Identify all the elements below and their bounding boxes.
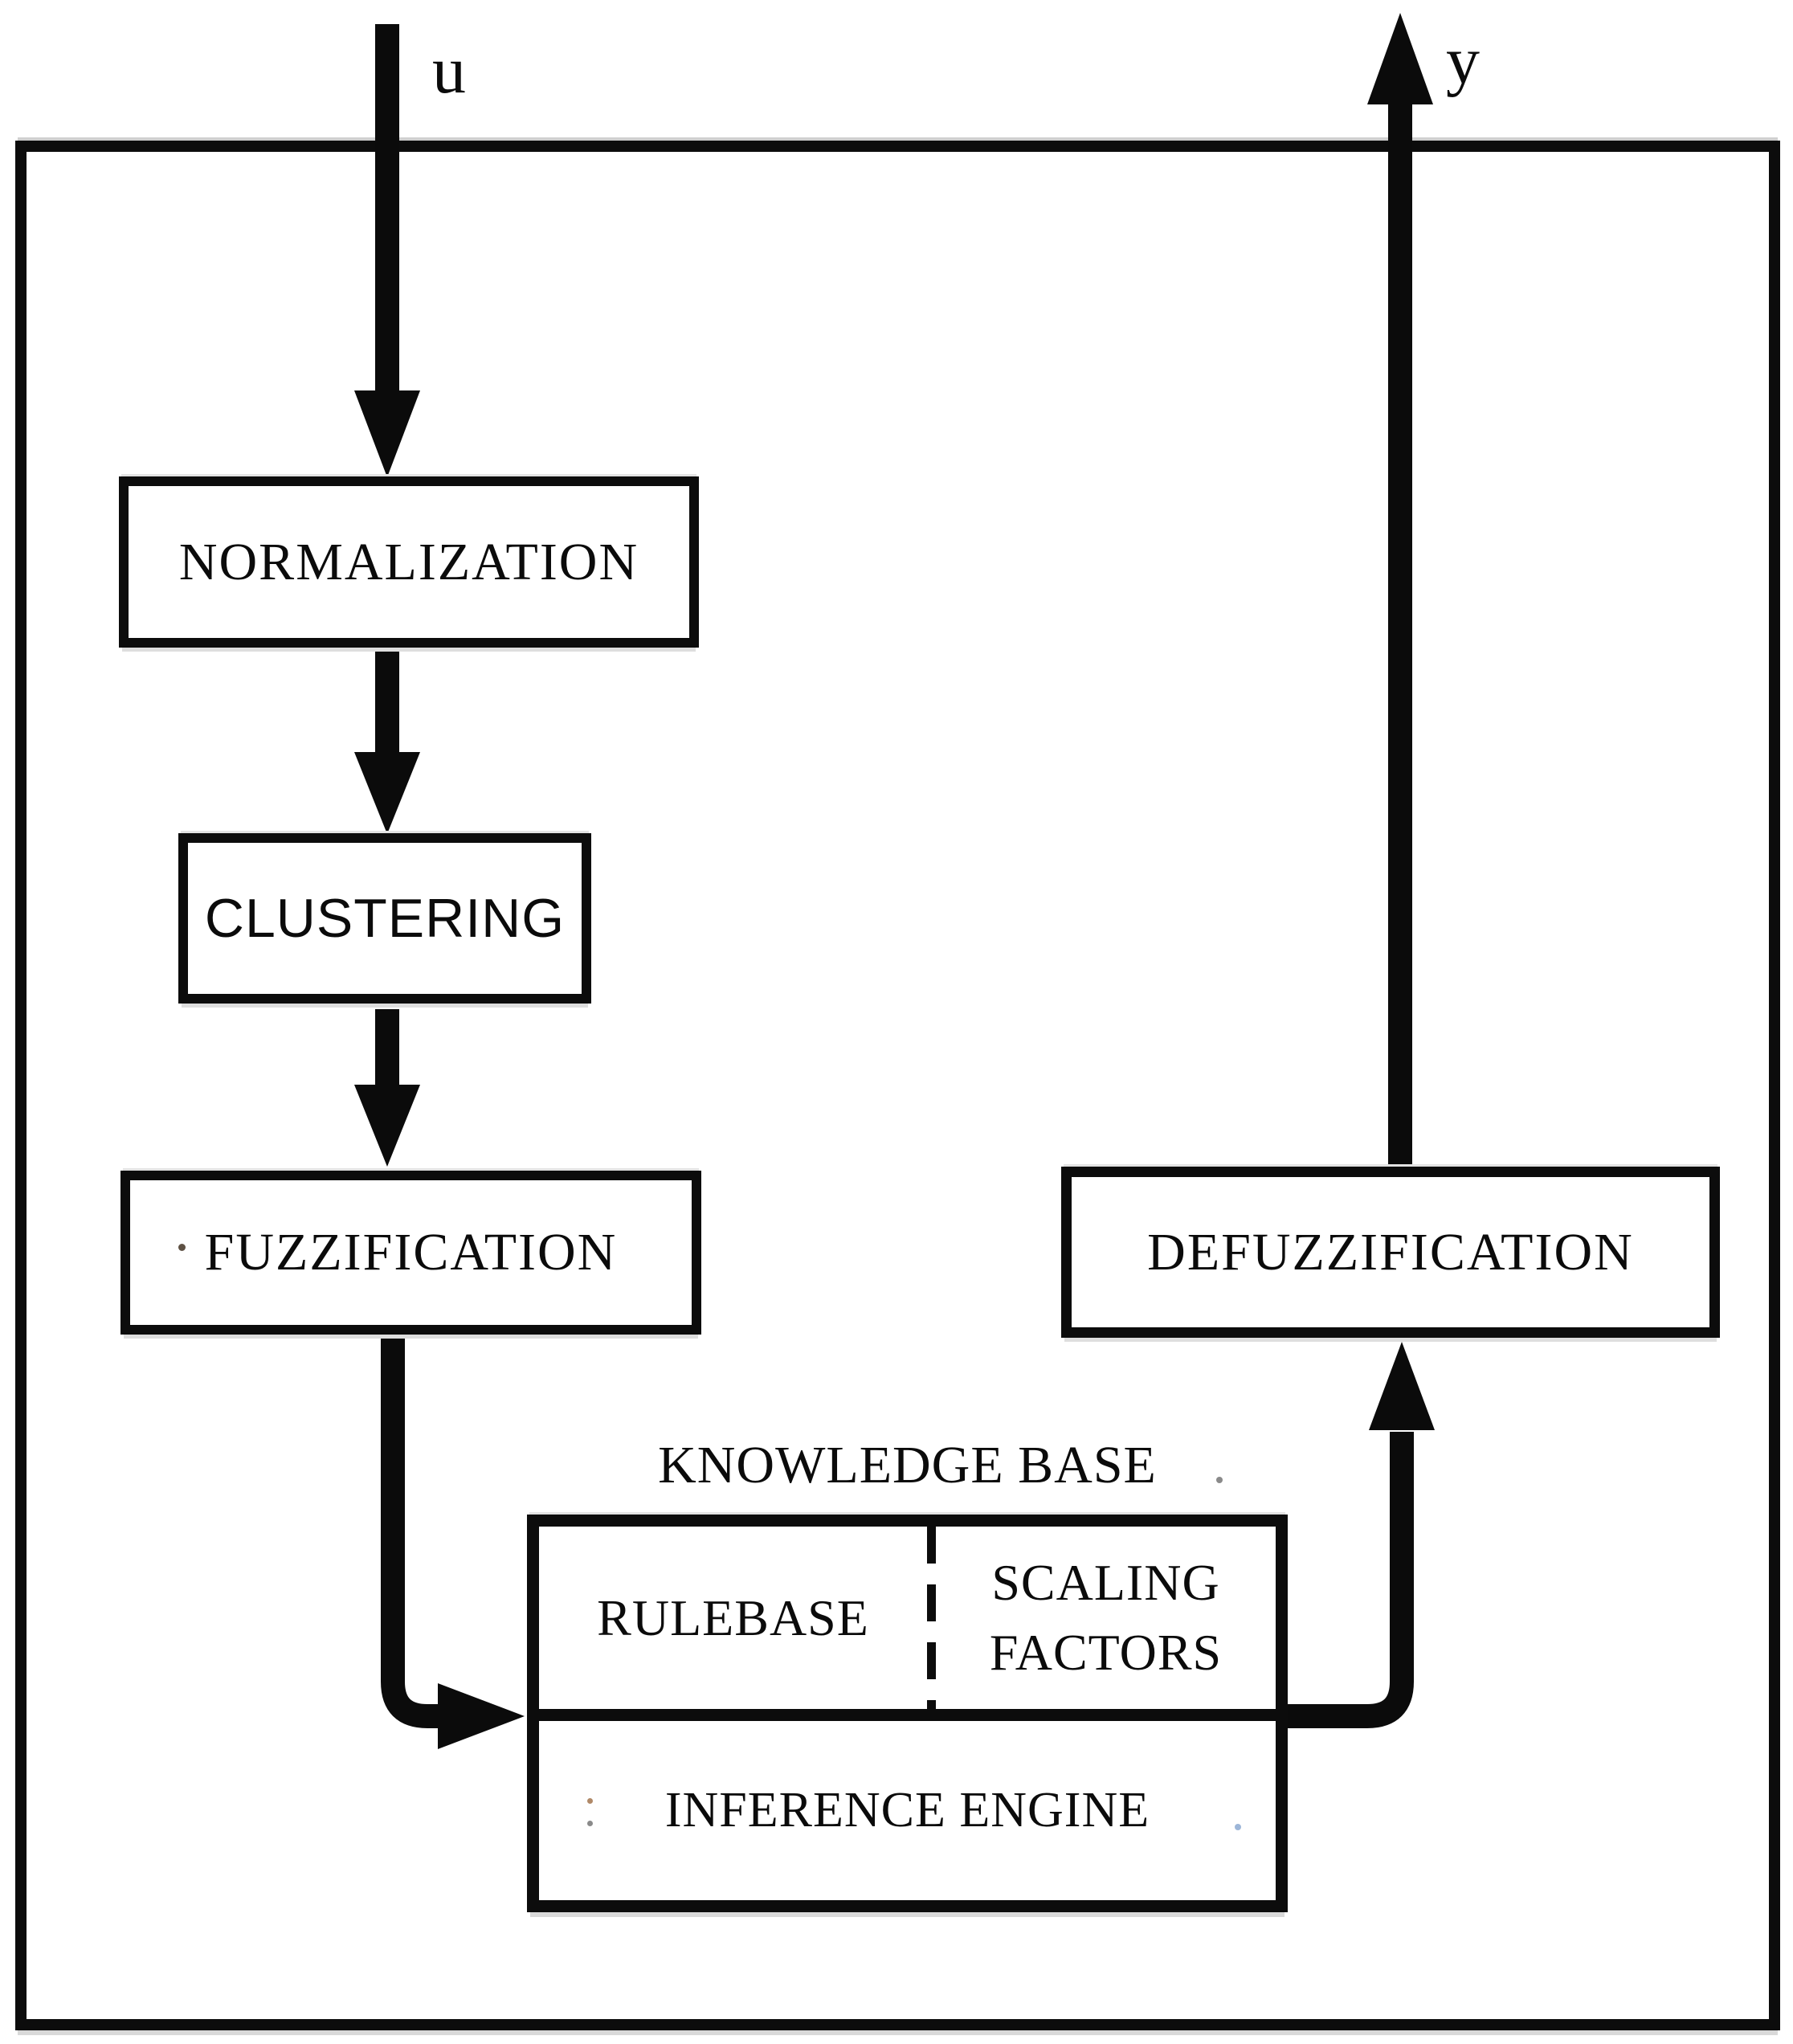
rulebase-cell: RULEBASE bbox=[539, 1527, 927, 1709]
fuzzification-label: FUZZIFICATION bbox=[204, 1223, 618, 1282]
defuzzification-block: DEFUZZIFICATION bbox=[1061, 1167, 1720, 1338]
scan-speck bbox=[587, 1821, 593, 1826]
scan-speck bbox=[1216, 1477, 1223, 1483]
scan-speck bbox=[178, 1244, 186, 1251]
scaling-factors-cell: SCALING FACTORS bbox=[936, 1527, 1276, 1709]
inference-engine-label: INFERENCE ENGINE bbox=[664, 1783, 1150, 1838]
normalization-label: NORMALIZATION bbox=[178, 532, 639, 591]
scan-speck bbox=[1235, 1824, 1241, 1830]
clustering-block: CLUSTERING bbox=[178, 833, 591, 1004]
knowledge-base-block: RULEBASE SCALING FACTORS INFERENCE ENGIN… bbox=[527, 1515, 1288, 1912]
normalization-block: NORMALIZATION bbox=[119, 476, 699, 648]
clustering-label: CLUSTERING bbox=[204, 888, 566, 949]
rulebase-label: RULEBASE bbox=[597, 1588, 869, 1646]
output-signal-label: y bbox=[1446, 23, 1480, 98]
scan-speck bbox=[587, 1798, 593, 1804]
knowledge-base-horizontal-divider bbox=[539, 1709, 1276, 1721]
scaling-factors-label: SCALING FACTORS bbox=[989, 1554, 1223, 1681]
input-signal-label: u bbox=[432, 33, 466, 108]
knowledge-base-top-row: RULEBASE SCALING FACTORS bbox=[539, 1527, 1276, 1709]
defuzzification-label: DEFUZZIFICATION bbox=[1147, 1222, 1634, 1282]
system-boundary-frame bbox=[15, 141, 1780, 2030]
fuzzification-block: FUZZIFICATION bbox=[120, 1171, 701, 1335]
knowledge-base-title: KNOWLEDGE BASE bbox=[658, 1436, 1157, 1494]
inference-engine-cell: INFERENCE ENGINE bbox=[539, 1721, 1276, 1900]
rulebase-scaling-dashed-divider bbox=[927, 1527, 936, 1709]
